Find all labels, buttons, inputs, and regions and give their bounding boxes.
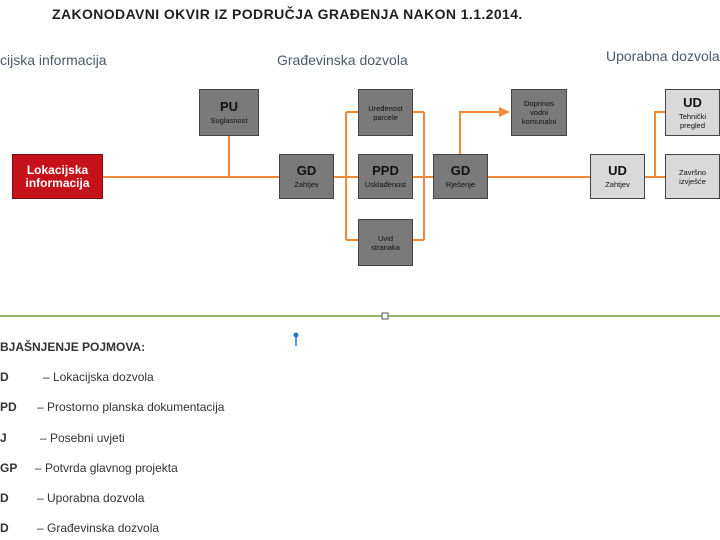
box-gd2-abbr: GD bbox=[450, 163, 471, 178]
box-pu-sub: Suglasnost bbox=[210, 116, 248, 125]
box-pu[interactable]: PU Suglasnost bbox=[199, 89, 259, 136]
line-to-ud2 bbox=[654, 111, 665, 177]
glossary-text: – Prostorno planska dokumentacija bbox=[37, 400, 225, 414]
box-ud2-sub: Tehnički pregled bbox=[678, 111, 707, 130]
box-doprinos[interactable]: Doprinos vodni komunalni bbox=[511, 89, 567, 136]
glossary-abbr: PD bbox=[0, 400, 17, 414]
glossary-abbr: GP bbox=[0, 461, 18, 475]
glossary-abbr: D bbox=[0, 491, 9, 505]
box-doprinos-label: Doprinos vodni komunalni bbox=[521, 99, 557, 126]
glossary-text: – Lokacijska dozvola bbox=[43, 370, 154, 384]
glossary-text: – Posebni uvjeti bbox=[40, 431, 125, 445]
glossary-abbr: D bbox=[0, 370, 9, 384]
glossary-item: GP bbox=[0, 461, 17, 475]
section-gradevinska: Građevinska dozvola bbox=[277, 52, 408, 68]
glossary-heading: BJAŠNJENJE POJMOVA: bbox=[0, 340, 146, 354]
glossary-item: D bbox=[0, 491, 9, 505]
glossary-text: – Potvrda glavnog projekta bbox=[35, 461, 178, 475]
box-zavrsno[interactable]: Završno izvješće bbox=[665, 154, 720, 199]
glossary-abbr: D bbox=[0, 521, 9, 535]
glossary-text: – Uporabna dozvola bbox=[37, 491, 145, 505]
box-ppd-abbr: PPD bbox=[372, 163, 399, 178]
glossary-text: – Građevinska dozvola bbox=[37, 521, 160, 535]
glossary-item: D bbox=[0, 370, 9, 384]
line-to-doprinos bbox=[459, 111, 500, 155]
cursor-dot bbox=[293, 332, 299, 338]
box-uvid[interactable]: Uvid stranaka bbox=[358, 219, 413, 266]
page-title: ZAKONODAVNI OKVIR IZ PODRUČJA GRAĐENJA N… bbox=[52, 6, 523, 22]
box-gd-rjesenje[interactable]: GD Rješenje bbox=[433, 154, 488, 199]
glossary-abbr: J bbox=[0, 431, 7, 445]
section-lokacijska: cijska informacija bbox=[0, 52, 107, 68]
box-ud2-abbr: UD bbox=[683, 94, 702, 110]
arrow-doprinos bbox=[499, 107, 510, 117]
box-gd1-abbr: GD bbox=[296, 163, 317, 178]
box-ud1-sub: Zahtjev bbox=[605, 180, 630, 189]
box-lokacijska-label: Lokacijska informacija bbox=[25, 162, 90, 190]
box-ud-zahtjev[interactable]: UD Zahtjev bbox=[590, 154, 645, 199]
box-uredenost[interactable]: Uređenost parcele bbox=[358, 89, 413, 136]
divider-handle bbox=[381, 312, 389, 320]
glossary-item: PD bbox=[0, 400, 17, 414]
glossary-item: J bbox=[0, 431, 7, 445]
box-uvid-label: Uvid stranaka bbox=[371, 233, 400, 252]
box-ppd[interactable]: PPD Usklađenost bbox=[358, 154, 413, 199]
glossary-item: D bbox=[0, 521, 9, 535]
box-gd2-sub: Rješenje bbox=[445, 180, 476, 189]
box-ud-tehnicki[interactable]: UD Tehnički pregled bbox=[665, 89, 720, 136]
box-gd-zahtjev[interactable]: GD Zahtjev bbox=[279, 154, 334, 199]
box-ud1-abbr: UD bbox=[608, 163, 627, 178]
box-uredenost-label: Uređenost parcele bbox=[368, 103, 403, 122]
box-gd1-sub: Zahtjev bbox=[294, 180, 319, 189]
box-zavrsno-label: Završno izvješće bbox=[678, 167, 707, 186]
box-ppd-sub: Usklađenost bbox=[364, 180, 407, 189]
box-pu-abbr: PU bbox=[219, 99, 239, 114]
box-lokacijska-informacija[interactable]: Lokacijska informacija bbox=[12, 154, 103, 199]
section-uporabna: Uporabna dozvola bbox=[606, 48, 720, 64]
